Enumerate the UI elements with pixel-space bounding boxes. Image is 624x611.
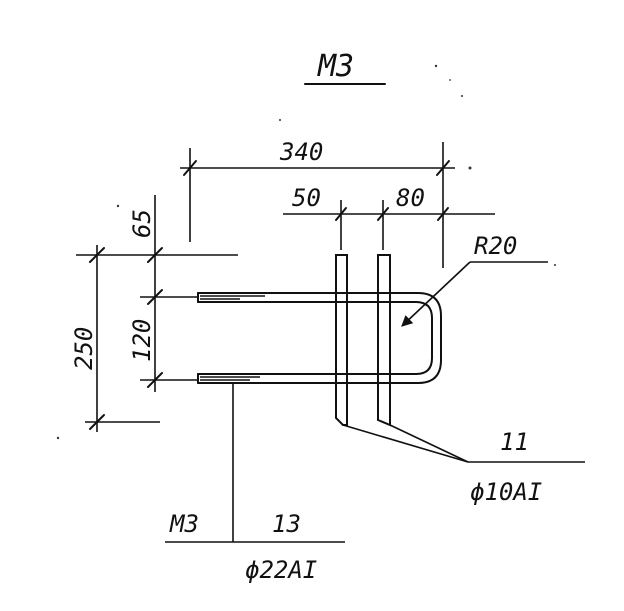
dim-80-label: 80 (396, 184, 425, 212)
stirrup-number: 11 (500, 428, 529, 456)
dim-65-label: 65 (128, 209, 156, 238)
dim-120-label: 120 (128, 319, 156, 362)
stirrup-spec: ϕ10AI (470, 478, 542, 506)
dim-340-label: 340 (279, 138, 323, 166)
scan-noise (56, 64, 556, 440)
bar-spec: ϕ22AI (245, 556, 317, 584)
bar-number: 13 (272, 510, 301, 538)
stirrup-left (335, 254, 348, 426)
dim-80-tick-right (437, 207, 449, 221)
u-bar-inner (197, 301, 433, 375)
stirrup-right (377, 254, 391, 427)
dim-50-label: 50 (292, 184, 321, 212)
dim-65-tick (147, 247, 163, 263)
dim-250-tick-top (89, 247, 105, 263)
dim-340-tick-left (183, 160, 197, 176)
dim-120-tick-top (147, 289, 163, 305)
u-bar-outer (197, 292, 442, 384)
dim-250-label: 250 (70, 327, 98, 370)
dim-80-tick-left (377, 207, 389, 221)
weld-hatching (200, 295, 265, 381)
dim-50-tick (335, 207, 347, 221)
dim-250-tick-bottom (89, 414, 105, 430)
stirrup-leader-right (389, 424, 469, 463)
dim-340-tick-right (436, 160, 450, 176)
drawing-title: M3 (317, 49, 354, 84)
bend-radius-label: R20 (474, 232, 517, 260)
dim-120-tick-bottom (147, 372, 163, 388)
r20-leader (401, 261, 471, 327)
bar-mark: M3 (169, 510, 199, 538)
stirrup-leader-left (342, 424, 469, 463)
